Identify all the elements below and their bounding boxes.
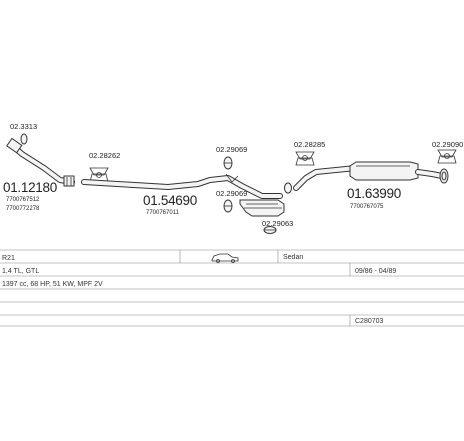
- part-number-02-28262: 02.28262: [89, 151, 120, 160]
- rear-pipe: [284, 165, 359, 194]
- front-pipe: [6, 137, 75, 187]
- oe-number-7700772278: 7700772278: [6, 206, 40, 212]
- part-number-01-63990: 01.63990: [347, 186, 401, 201]
- front-gasket: [20, 133, 28, 145]
- engine-type: 1.4 TL, GTL: [2, 268, 39, 275]
- oe-number-7700767011: 7700767011: [146, 210, 180, 216]
- part-number-02-29069-top: 02.29069: [216, 145, 247, 154]
- middle-silencer: [239, 199, 285, 217]
- part-number-02-28285: 02.28285: [294, 140, 325, 149]
- oe-number-7700767512: 7700767512: [6, 197, 40, 203]
- part-number-02-3313: 02.3313: [10, 122, 37, 131]
- middle-pipe: [81, 173, 283, 199]
- production-years: 09/86 - 04/89: [355, 268, 396, 275]
- clamp-29063: [263, 226, 277, 234]
- clamp-29090: [437, 149, 457, 164]
- part-number-02-29069-bottom: 02.29069: [216, 189, 247, 198]
- part-number-02-29090: 02.29090: [432, 140, 463, 149]
- info-table: R21 Sedan 1.4 TL, GTL 09/86 - 04/89 1397…: [0, 249, 464, 327]
- engine-specs: 1397 cc, 68 HP, 51 KW, MPF 2V: [2, 281, 103, 288]
- vehicle-model: R21: [2, 255, 15, 262]
- part-number-01-54690: 01.54690: [143, 193, 197, 208]
- sedan-car-icon: [211, 253, 239, 263]
- part-number-02-29063: 02.29063: [262, 219, 293, 228]
- clamp-29069-top: [223, 156, 233, 170]
- part-number-01-12180: 01.12180: [3, 180, 57, 195]
- clamp-29069-bottom: [223, 199, 233, 213]
- clamp-28285: [295, 151, 315, 166]
- catalog-code: C280703: [355, 318, 384, 325]
- body-type: Sedan: [283, 254, 303, 261]
- oe-number-7700767075: 7700767075: [350, 204, 384, 210]
- rear-silencer: [349, 161, 449, 184]
